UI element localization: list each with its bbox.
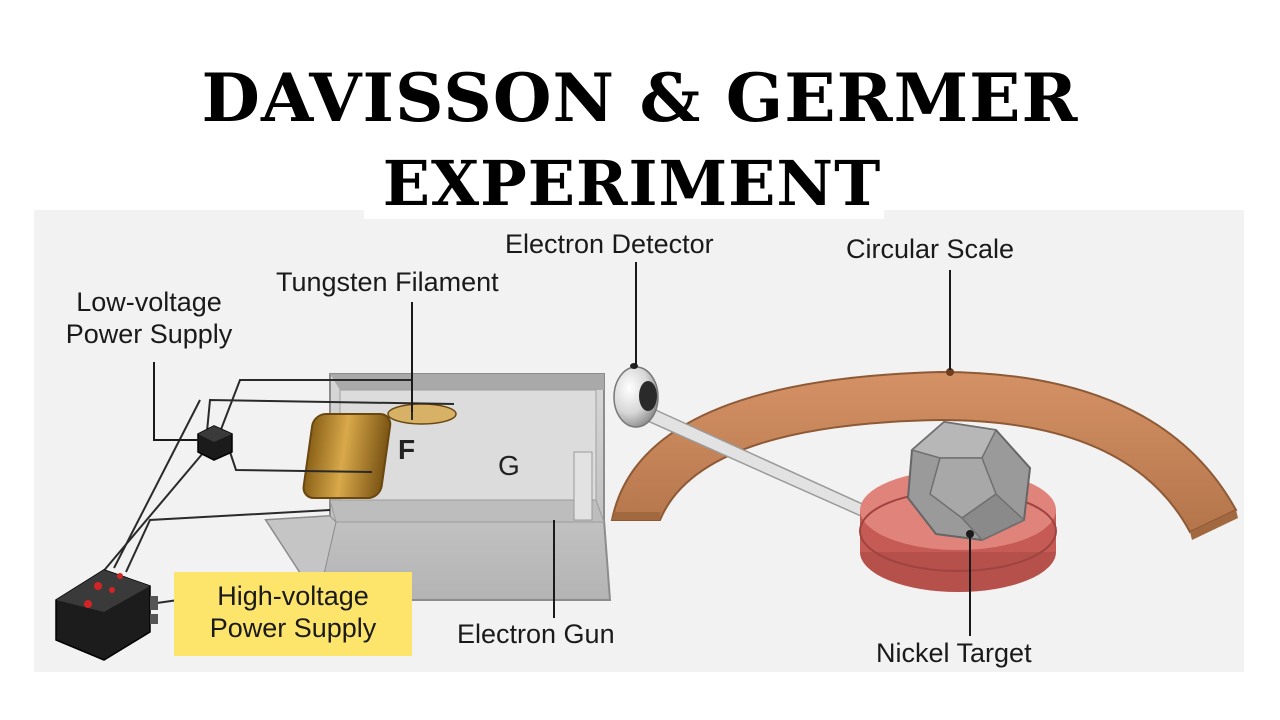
title-line-2: EXPERIMENT xyxy=(382,147,882,220)
high-voltage-label-box xyxy=(174,572,412,656)
tungsten-filament-label: Tungsten Filament xyxy=(276,267,499,297)
filament-letter: F xyxy=(398,434,416,465)
nickel-target-label: Nickel Target xyxy=(876,638,1032,668)
wiring xyxy=(95,379,455,605)
electron-gun-label: Electron Gun xyxy=(457,619,615,649)
title-backdrop xyxy=(364,205,884,219)
low-voltage-supply-shape xyxy=(197,425,233,461)
filament-shape xyxy=(302,403,457,499)
leader-lines xyxy=(153,262,974,636)
nickel-target-shape xyxy=(906,420,1032,542)
circular-scale-shape xyxy=(610,368,1238,540)
title-line-1: DAVISSON & GERMER xyxy=(201,59,1079,137)
high-voltage-supply-shape xyxy=(55,569,158,661)
circular-scale-label: Circular Scale xyxy=(846,234,1015,264)
electron-detector-shape xyxy=(613,363,659,428)
gun-letter: G xyxy=(498,450,520,481)
electron-detector-label: Electron Detector xyxy=(505,229,714,259)
